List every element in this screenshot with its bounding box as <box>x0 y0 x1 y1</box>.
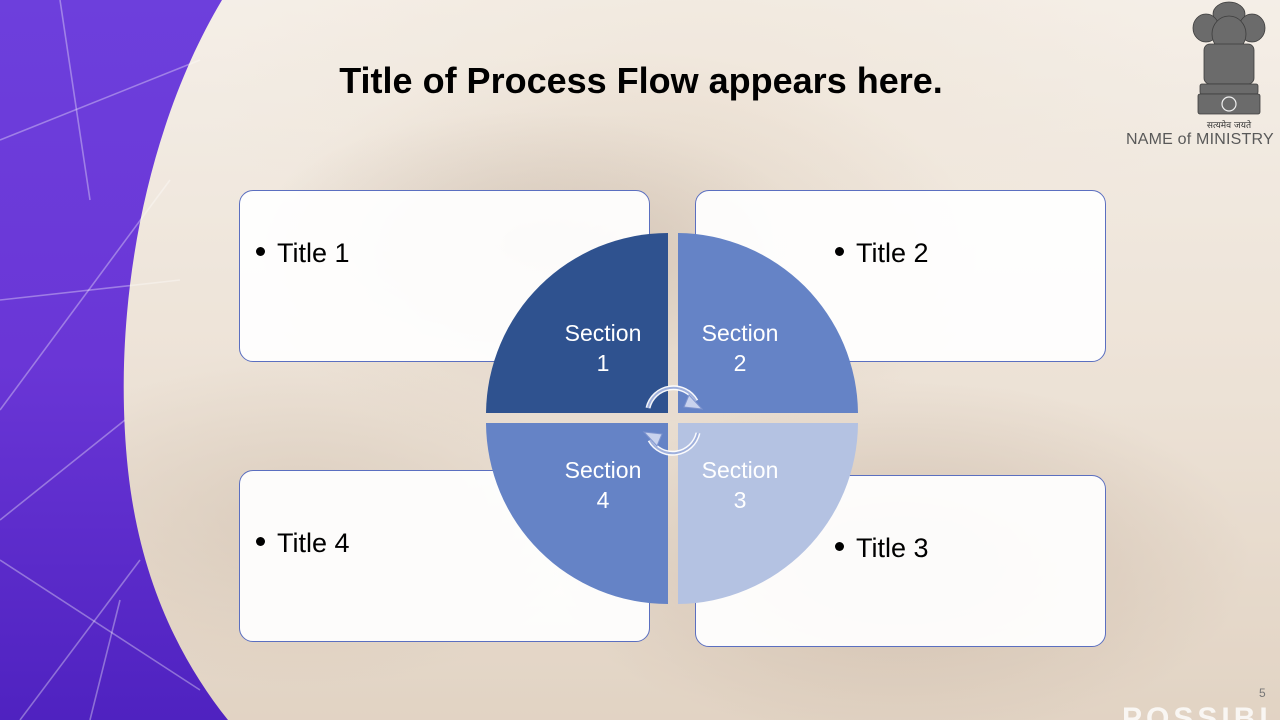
box-title-4: Title 4 <box>277 528 350 558</box>
ministry-name: NAME of MINISTRY <box>1126 131 1274 148</box>
box-title-2: Title 2 <box>856 238 929 268</box>
bullet-icon <box>835 542 844 552</box>
purple-swoosh-decoration <box>0 0 228 720</box>
section-label-1: Section 1 <box>564 320 642 376</box>
quadrant-section-3 <box>678 423 858 604</box>
section-label-4: Section 4 <box>564 457 642 513</box>
quadrant-section-2 <box>678 233 858 413</box>
quadrant-section-1 <box>486 233 668 413</box>
box-title-1: Title 1 <box>277 238 350 268</box>
footer-brand-logo: POSSIBLE <box>1122 702 1280 720</box>
emblem-motto: सत्यमेव जयते <box>1207 119 1252 131</box>
section-label-2: Section 2 <box>701 320 779 376</box>
page-number: 5 <box>1259 686 1266 700</box>
slide-title: Title of Process Flow appears here. <box>339 60 943 101</box>
cycle-diagram <box>486 233 858 604</box>
quadrant-section-4 <box>486 423 668 604</box>
box-title-3: Title 3 <box>856 533 929 563</box>
bullet-icon <box>835 247 844 257</box>
section-label-3: Section 3 <box>701 457 779 513</box>
bullet-icon <box>256 247 265 257</box>
bullet-icon <box>256 537 265 547</box>
national-emblem-icon: सत्यमेव जयते <box>1192 1 1266 131</box>
